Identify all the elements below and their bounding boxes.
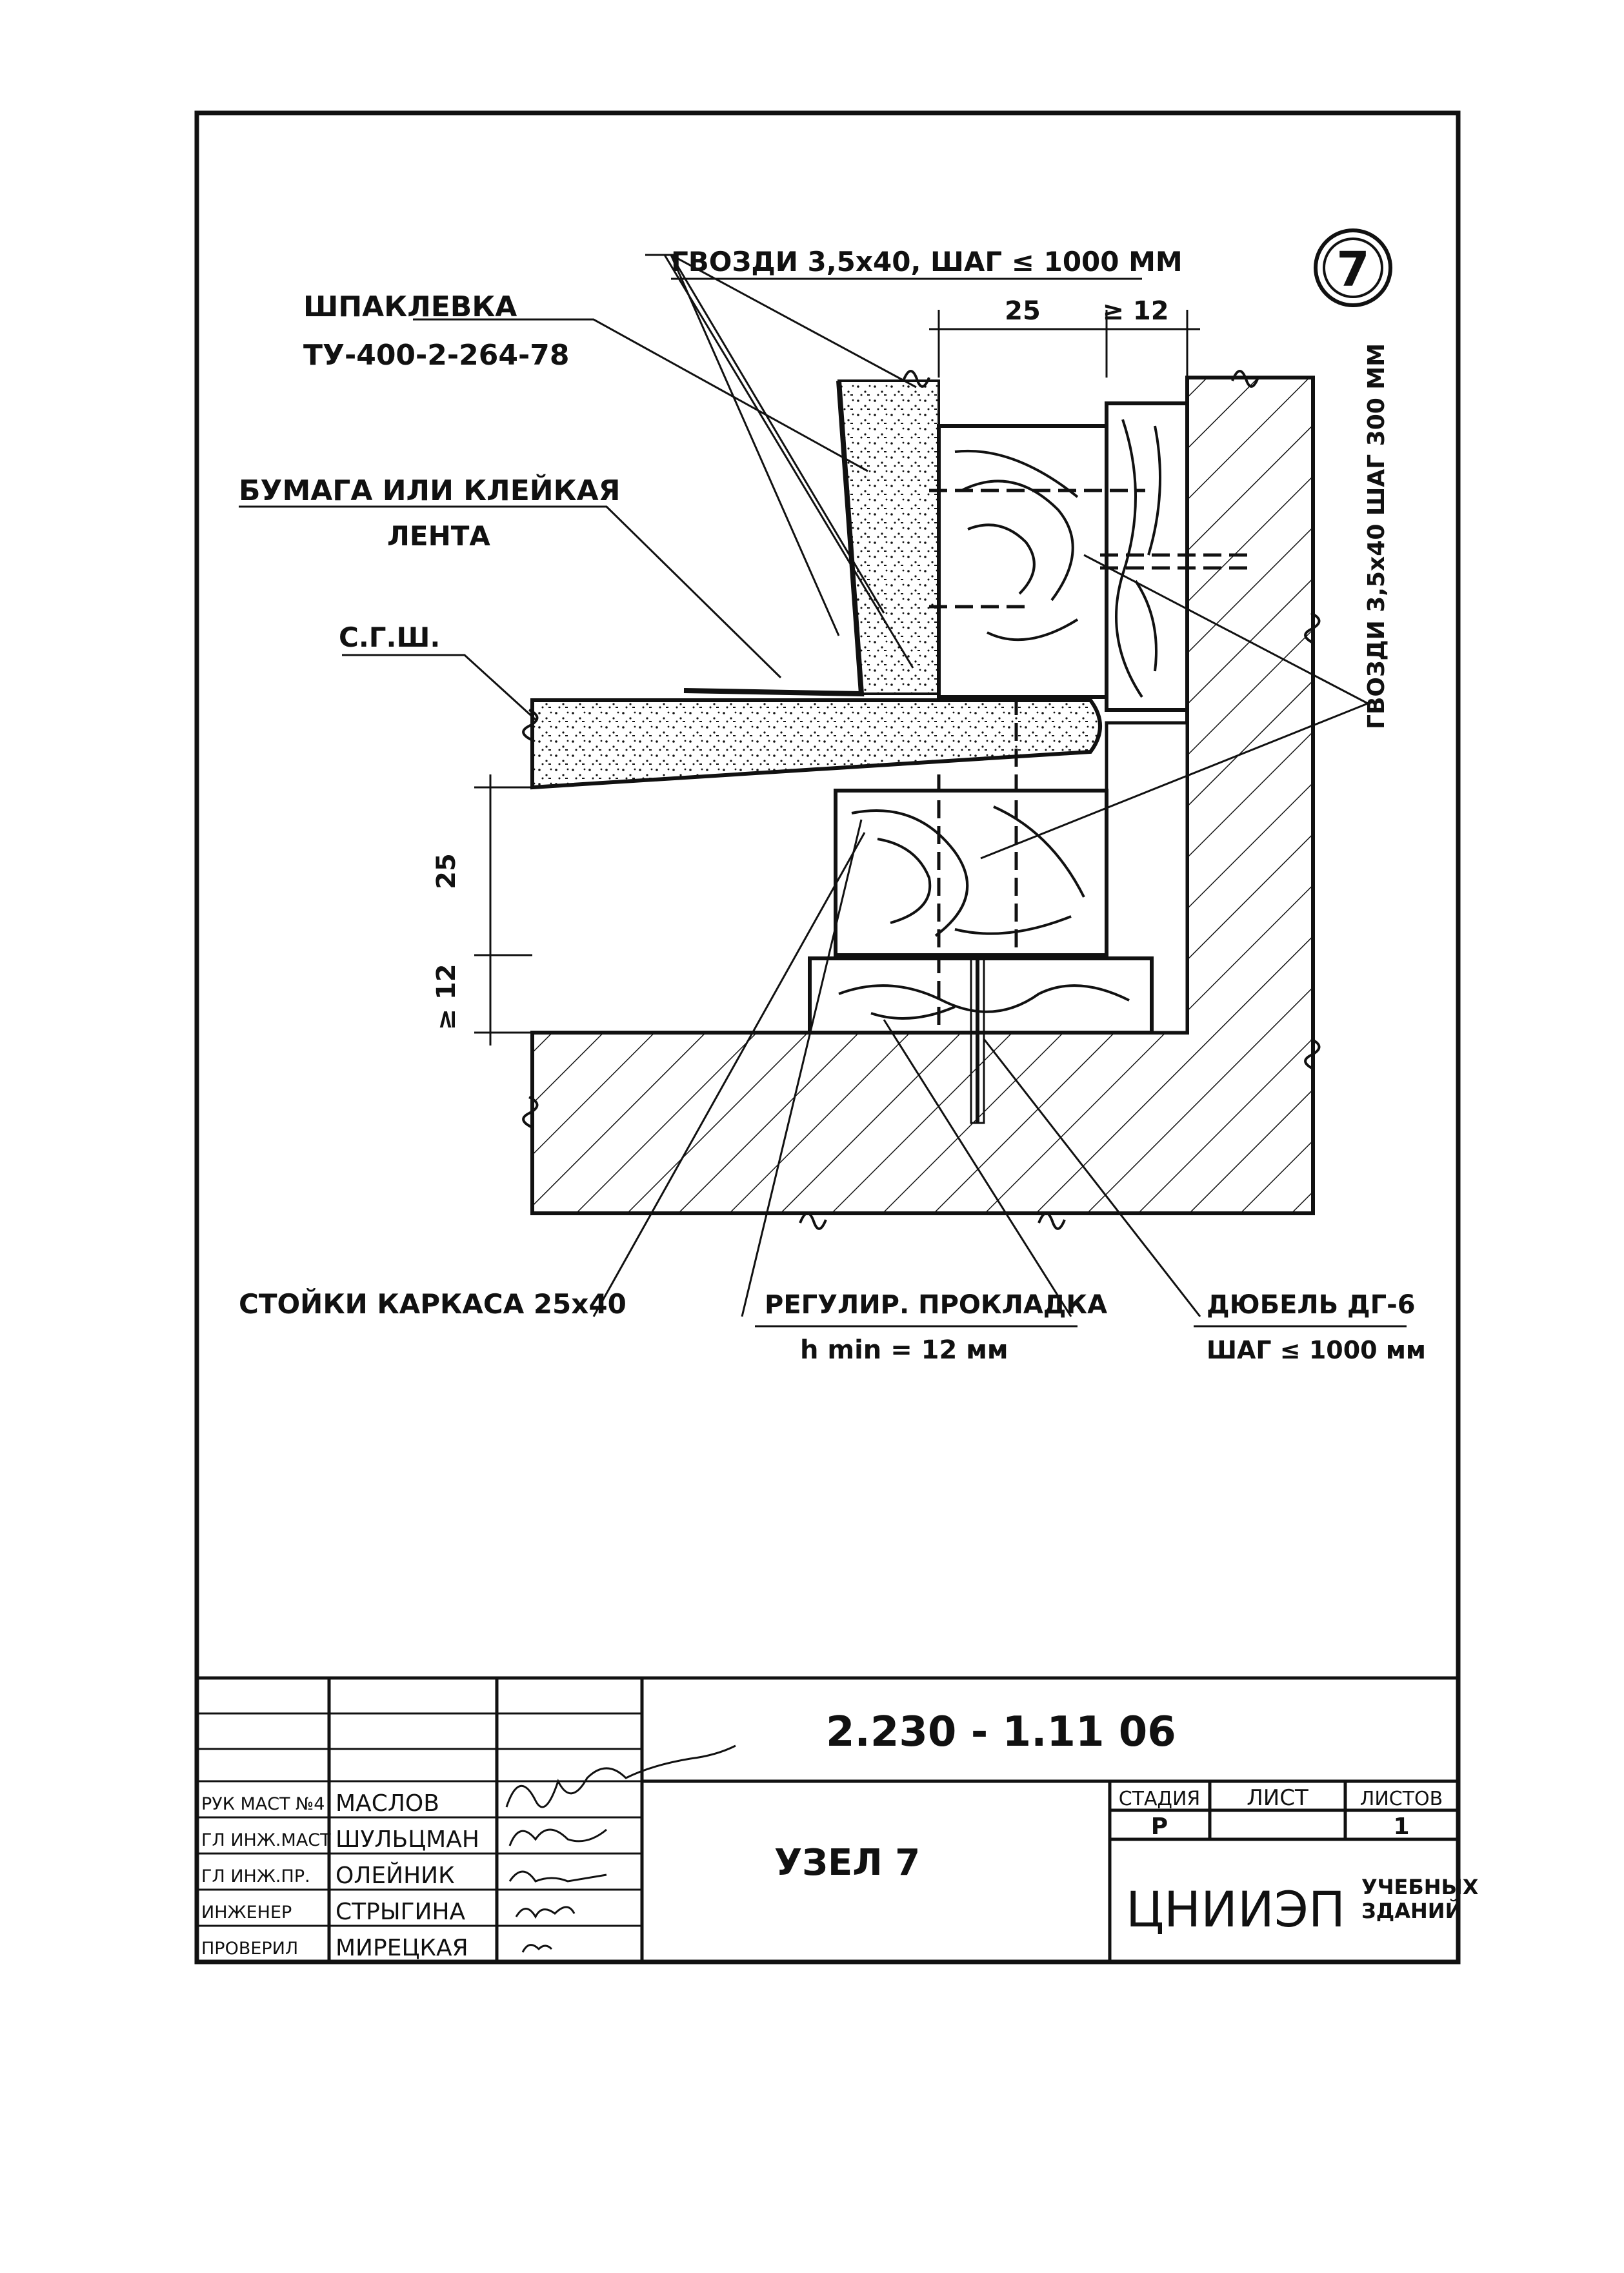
roles-column: РУК МАСТ №4 ГЛ ИНЖ.МАСТ ГЛ ИНЖ.ПР. ИНЖЕН… (201, 1794, 331, 1959)
sheets-header: ЛИСТОВ (1360, 1788, 1443, 1810)
label-shim: РЕГУЛИР. ПРОКЛАДКА (765, 1290, 1107, 1320)
name-2: ОЛЕЙНИК (336, 1862, 455, 1889)
gypsum-board (530, 698, 1102, 790)
label-dowel: ДЮБЕЛЬ ДГ-6 (1207, 1290, 1416, 1320)
org-name: ЦНИИЭП (1126, 1881, 1345, 1938)
stage-value: Р (1151, 1813, 1168, 1840)
role-3: ИНЖЕНЕР (201, 1903, 292, 1923)
wood-stud-lower (834, 789, 1108, 957)
dim-left-25: 25 (432, 853, 461, 889)
name-0: МАСЛОВ (336, 1790, 439, 1817)
batten-wall-upper (1105, 401, 1189, 712)
putty-fill (837, 379, 940, 695)
name-3: СТРЫГИНА (336, 1899, 466, 1925)
label-putty-spec: ТУ-400-2-264-78 (303, 339, 570, 372)
label-gypsum: С.Г.Ш. (339, 621, 440, 653)
dim-top-12: ≥ 12 (1102, 296, 1168, 326)
role-0: РУК МАСТ №4 (201, 1794, 325, 1814)
dim-left-12: ≥ 12 (432, 964, 461, 1030)
node-title: УЗЕЛ 7 (774, 1842, 920, 1884)
name-4: МИРЕЦКАЯ (336, 1935, 468, 1961)
section-drawing: 25 ≥ 12 25 ≥ 12 ГВОЗДИ 3,5х40, ШАГ ≤ 1 (239, 246, 1426, 1365)
role-4: ПРОВЕРИЛ (201, 1939, 298, 1959)
title-block: 2.230 - 1.11 06 УЗЕЛ 7 СТАДИЯ ЛИСТ ЛИСТО… (197, 1676, 1479, 1962)
sheet-header: ЛИСТ (1247, 1785, 1308, 1811)
paper-tape (683, 380, 865, 697)
stage-header: СТАДИЯ (1119, 1788, 1201, 1810)
sheet-number: 7 (1336, 242, 1370, 298)
label-dowel-step: ШАГ ≤ 1000 мм (1207, 1336, 1426, 1364)
sheets-value: 1 (1393, 1813, 1409, 1840)
org-sub1: УЧЕБНЫХ (1361, 1875, 1479, 1899)
adjusting-shim (808, 956, 1154, 1035)
label-nails-top: ГВОЗДИ 3,5х40, ШАГ ≤ 1000 ММ (671, 246, 1183, 278)
dim-top-25: 25 (1005, 296, 1041, 326)
names-column: МАСЛОВ ШУЛЬЦМАН ОЛЕЙНИК СТРЫГИНА МИРЕЦКА… (336, 1790, 479, 1961)
label-shim-h: h min = 12 мм (800, 1335, 1008, 1365)
label-paper-line1: БУМАГА ИЛИ КЛЕЙКАЯ (239, 473, 621, 507)
label-nails-right: ГВОЗДИ 3,5х40 ШАГ 300 ММ (1363, 343, 1390, 729)
label-paper-line2: ЛЕНТА (387, 520, 490, 552)
sheet-frame (194, 110, 1461, 1965)
label-studs: СТОЙКИ КАРКАСА 25х40 (239, 1288, 627, 1320)
role-2: ГЛ ИНЖ.ПР. (201, 1866, 310, 1886)
org-sub2: ЗДАНИЙ (1361, 1899, 1462, 1923)
name-1: ШУЛЬЦМАН (336, 1826, 479, 1853)
signatures (505, 1744, 736, 1953)
role-1: ГЛ ИНЖ.МАСТ (201, 1830, 331, 1850)
wood-block-top (937, 424, 1108, 699)
sheet-number-badge: 7 (1314, 228, 1392, 307)
doc-code: 2.230 - 1.11 06 (826, 1708, 1176, 1756)
label-putty: ШПАКЛЕВКА (303, 290, 517, 323)
